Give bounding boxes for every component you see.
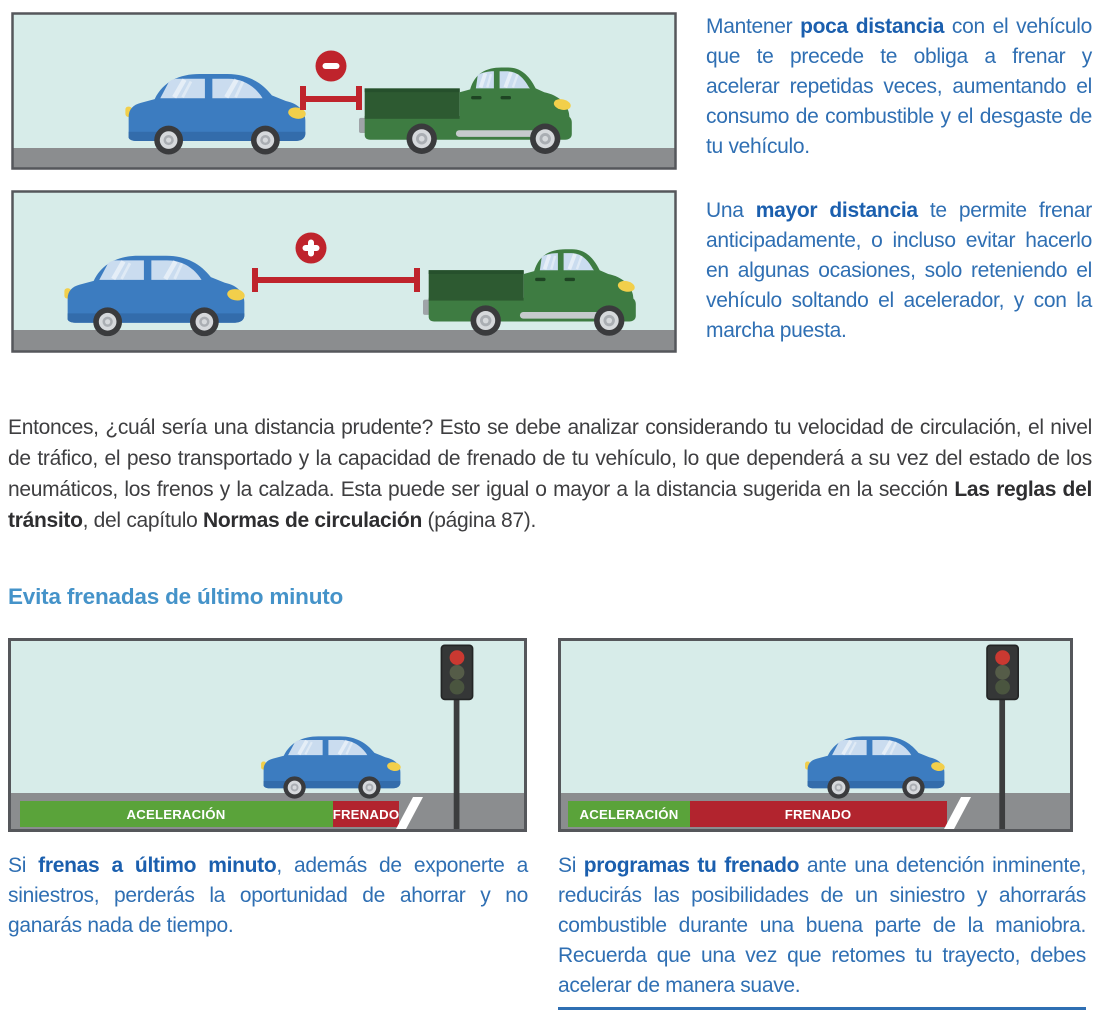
distance-bracket-long [252,268,420,292]
stop-line [944,797,971,829]
braking-bar [690,801,947,827]
braking-label: FRENADO [785,807,852,822]
illustration-late-braking: ACELERACIÓN FRENADO [8,638,527,832]
panel-border [11,190,677,353]
plus-badge-icon [295,232,327,264]
illustration-short-distance [11,12,677,170]
acceleration-bar [568,801,690,827]
sky-background [12,13,676,169]
road [13,330,675,351]
illustration-planned-braking: ACELERACIÓN FRENADO [558,638,1073,832]
road [13,148,675,168]
illustration-long-distance [11,190,677,353]
distance-bracket-short [300,86,362,110]
minus-badge-icon [315,50,347,82]
acceleration-label: ACELERACIÓN [127,807,226,822]
paragraph-late-braking: Si frenas a último minuto, además de exp… [8,854,528,937]
paragraph-short-distance: Mantener poca distancia con el vehículo … [706,15,1092,158]
paragraph-planned-braking: Si programas tu frenado ante una detenci… [558,854,1086,997]
paragraph-long-distance: Una mayor distancia te permite frenar an… [706,199,1092,342]
braking-label: FRENADO [333,807,400,822]
stop-line [396,797,423,829]
acceleration-bar [20,801,333,827]
braking-bar [333,801,399,827]
acceleration-label: ACELERACIÓN [580,807,679,822]
panel-border [11,12,677,170]
bottom-divider [558,1007,1086,1010]
section-heading: Evita frenadas de último minuto [8,584,344,609]
panel-border [558,638,1073,832]
paragraph-prudent-distance: Entonces, ¿cuál sería una distancia prud… [8,416,1093,532]
panel-border [8,638,527,832]
